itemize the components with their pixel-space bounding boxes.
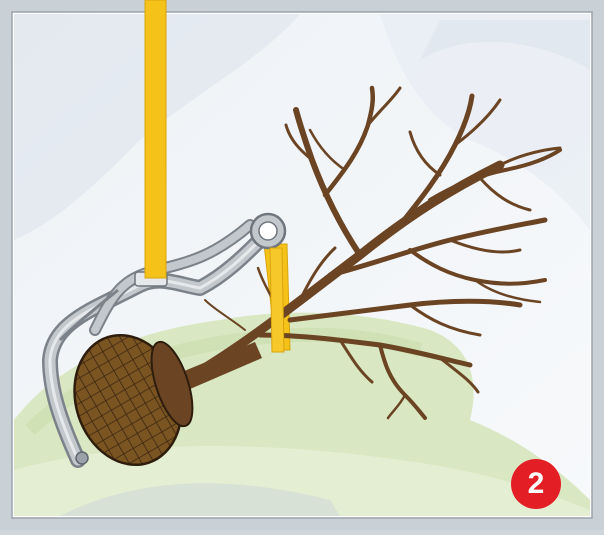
- lifting-strap: [145, 0, 166, 278]
- step-number-badge: 2: [511, 459, 561, 509]
- clamp-tip: [76, 452, 88, 464]
